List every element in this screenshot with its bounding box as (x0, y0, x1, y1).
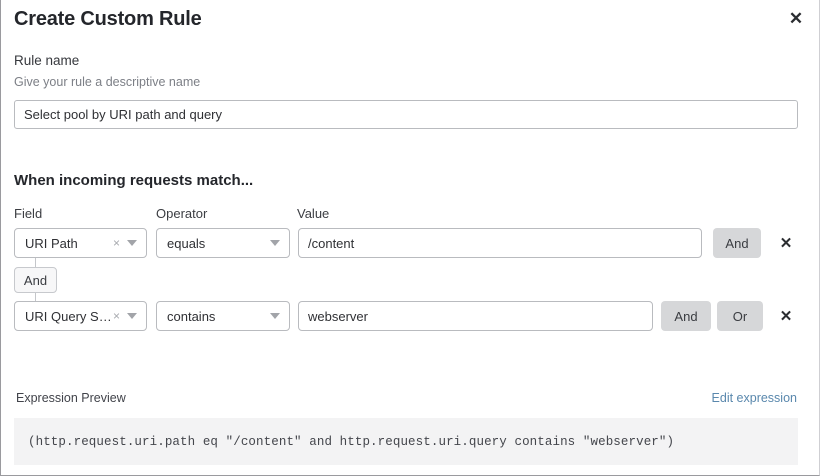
field-select-1[interactable]: URI Path × (14, 228, 147, 258)
close-icon[interactable]: ✕ (788, 8, 804, 28)
operator-select-1[interactable]: equals (156, 228, 290, 258)
delete-row-icon-2[interactable]: ✕ (779, 307, 793, 325)
column-header-value: Value (297, 206, 330, 221)
and-button-2[interactable]: And (661, 301, 711, 331)
modal-title: Create Custom Rule (14, 8, 202, 30)
field-select-2-value: URI Query St... (25, 308, 113, 324)
field-select-1-value: URI Path (25, 235, 78, 251)
connector-line-bottom (35, 293, 36, 302)
value-input-2[interactable] (298, 301, 653, 331)
delete-row-icon-1[interactable]: ✕ (779, 234, 793, 252)
clear-icon[interactable]: × (112, 236, 120, 250)
connector-and-chip[interactable]: And (14, 267, 57, 293)
expression-preview-label: Expression Preview (16, 391, 126, 405)
rule-name-hint: Give your rule a descriptive name (14, 75, 201, 89)
operator-select-2[interactable]: contains (156, 301, 290, 331)
column-header-field: Field (14, 206, 43, 221)
operator-select-1-value: equals (167, 235, 206, 251)
edit-expression-link[interactable]: Edit expression (711, 391, 797, 405)
clear-icon[interactable]: × (112, 309, 120, 323)
chevron-down-icon (127, 313, 137, 319)
chevron-down-icon (270, 240, 280, 246)
chevron-down-icon (127, 240, 137, 246)
chevron-down-icon (270, 313, 280, 319)
operator-select-2-value: contains (167, 308, 216, 324)
value-input-1[interactable] (298, 228, 702, 258)
connector-line-top (35, 258, 36, 267)
or-button-2[interactable]: Or (717, 301, 763, 331)
row-connector: And (14, 258, 104, 302)
conditions-heading: When incoming requests match... (14, 172, 254, 189)
field-select-2[interactable]: URI Query St... × (14, 301, 147, 331)
column-header-operator: Operator (156, 206, 208, 221)
rule-name-label: Rule name (14, 53, 80, 68)
and-button-1[interactable]: And (713, 228, 761, 258)
rule-name-input[interactable] (14, 100, 798, 129)
expression-preview-code: (http.request.uri.path eq "/content" and… (14, 418, 798, 465)
